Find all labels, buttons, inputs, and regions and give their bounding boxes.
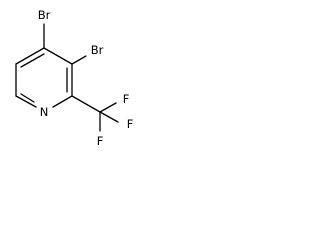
- bond-c5-c4: [15, 47, 45, 65]
- bond-c-f-top: [99, 102, 117, 113]
- bond-c-f-right: [99, 111, 119, 123]
- structure-diagram: Br Br N F F F: [15, 8, 134, 148]
- atom-n-ring: N: [40, 105, 49, 119]
- bond-n-c6: [15, 95, 37, 108]
- atom-br-mid: Br: [91, 43, 104, 57]
- atom-f-bottom: F: [97, 134, 104, 148]
- atom-f-top: F: [123, 92, 130, 106]
- bond-n-c6-inner: [20, 93, 35, 103]
- bond-c2-n: [52, 95, 73, 108]
- bond-c3-br: [71, 55, 87, 65]
- bond-c4-c3: [43, 47, 73, 65]
- atom-f-right: F: [127, 117, 134, 131]
- bond-c2-cf3: [71, 95, 101, 113]
- atom-br-top: Br: [38, 8, 51, 22]
- bond-c5-c4-inner: [20, 53, 45, 68]
